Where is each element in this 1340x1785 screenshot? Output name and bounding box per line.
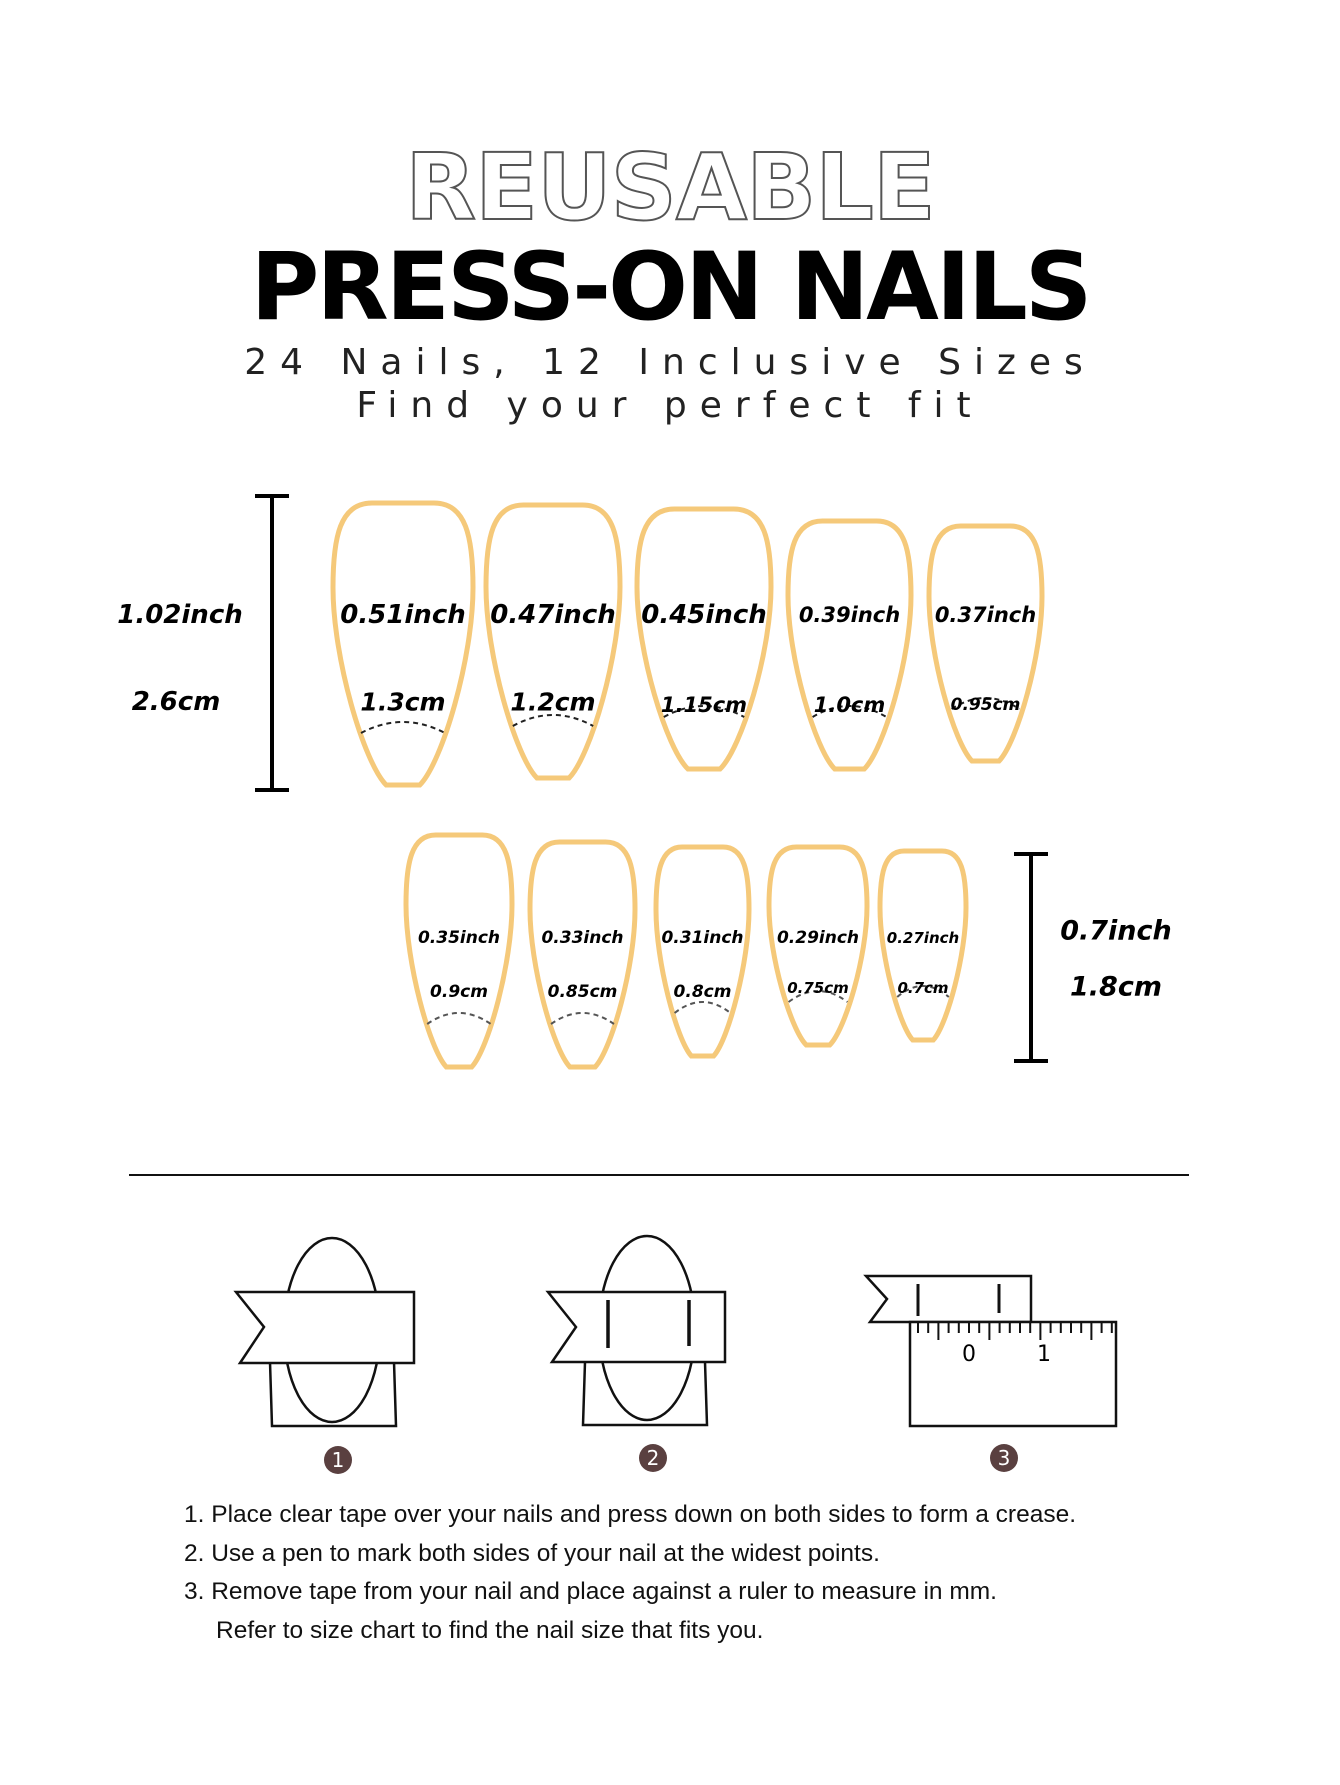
step1-tape-illustration	[233, 1236, 416, 1428]
cuticle-dashed-line	[788, 990, 848, 1003]
row2-length-inch: 0.7inch	[1060, 915, 1172, 947]
nail-outline	[527, 839, 638, 1070]
nail-width-cm: 0.95cm	[950, 695, 1021, 715]
nail-width-cm: 0.8cm	[673, 982, 732, 1002]
instruction-step-1: 1. Place clear tape over your nails and …	[184, 1501, 1077, 1528]
cuticle-dashed-line	[812, 705, 887, 718]
ruler-label-0: 0	[962, 1342, 976, 1367]
row1-length-bar	[255, 494, 289, 792]
step-badge-1: 1	[324, 1446, 352, 1474]
nail-outline	[403, 832, 515, 1070]
nail-outline	[483, 502, 623, 781]
instruction-note: Refer to size chart to find the nail siz…	[216, 1616, 764, 1644]
cuticle-dashed-line	[360, 721, 446, 734]
nail-width-inch: 0.33inch	[541, 928, 624, 948]
row2-length-bar	[1014, 852, 1048, 1063]
subtitle-fit: Find your perfect fit	[356, 385, 984, 426]
nail-width-cm: 1.3cm	[360, 687, 446, 717]
row1-length-inch: 1.02inch	[117, 600, 243, 630]
step3-ruler-illustration	[863, 1274, 1118, 1428]
nail-outline	[330, 500, 476, 788]
step-badge-3: 3	[990, 1444, 1018, 1472]
nail-width-cm: 1.15cm	[660, 693, 748, 717]
nail-width-inch: 0.45inch	[641, 600, 767, 630]
nail-width-cm: 1.0cm	[813, 693, 886, 717]
instruction-step-3: 3. Remove tape from your nail and place …	[184, 1578, 997, 1605]
nail-width-inch: 0.39inch	[798, 603, 901, 627]
nail-outline	[766, 844, 870, 1048]
nail-width-inch: 0.29inch	[776, 928, 860, 948]
row2-length-cm: 1.8cm	[1070, 971, 1162, 1003]
step2-mark-illustration	[545, 1234, 727, 1427]
cuticle-dashed-line	[896, 985, 950, 998]
ruler-label-1: 1	[1037, 1342, 1051, 1367]
nail-outline	[634, 506, 774, 772]
nail-width-inch: 0.31inch	[661, 928, 744, 948]
nail-width-inch: 0.37inch	[934, 603, 1037, 627]
nail-width-inch: 0.51inch	[340, 600, 466, 630]
nail-width-cm: 0.7cm	[897, 979, 949, 997]
nail-width-cm: 0.85cm	[547, 982, 618, 1002]
nail-width-cm: 0.75cm	[787, 979, 849, 997]
title-reusable: REUSABLE	[404, 134, 936, 241]
nail-width-inch: 0.27inch	[886, 929, 960, 947]
nail-outline	[785, 518, 914, 772]
section-divider	[129, 1174, 1189, 1176]
cuticle-dashed-line	[512, 714, 594, 727]
cuticle-dashed-line	[663, 705, 745, 718]
nail-outline	[926, 523, 1045, 764]
step-badge-2: 2	[639, 1444, 667, 1472]
instruction-step-2: 2. Use a pen to mark both sides of your …	[184, 1539, 880, 1567]
nail-width-cm: 0.9cm	[430, 982, 488, 1002]
instructions-list: 1. Place clear tape over your nails and …	[184, 1496, 1076, 1650]
nail-width-inch: 0.47inch	[490, 600, 616, 630]
row1-length-cm: 2.6cm	[131, 687, 221, 717]
cuticle-dashed-line	[673, 1001, 732, 1014]
nail-width-inch: 0.35inch	[417, 928, 501, 948]
title-press-on-nails: PRESS-ON NAILS	[250, 233, 1093, 342]
nail-width-cm: 1.2cm	[510, 687, 596, 717]
nail-outline	[877, 848, 969, 1043]
nail-outline	[653, 844, 752, 1059]
cuticle-dashed-line	[951, 697, 1020, 710]
subtitle-nail-count: 24 Nails, 12 Inclusive Sizes	[244, 342, 1096, 383]
